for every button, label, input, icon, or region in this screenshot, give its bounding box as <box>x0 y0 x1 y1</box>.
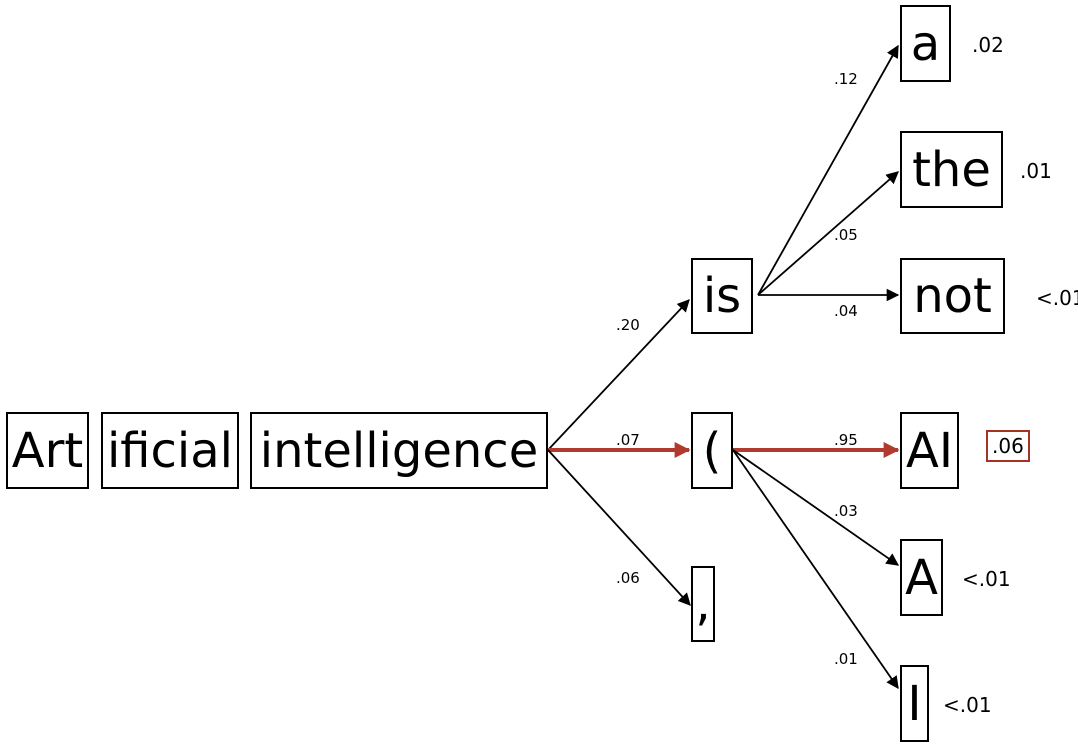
prob-capital-a: .03 <box>834 502 858 520</box>
prob-comma: .06 <box>616 569 640 587</box>
token-the: the <box>900 131 1003 208</box>
cumulative-ai-highlighted: .06 <box>986 430 1030 462</box>
token-not: not <box>900 258 1005 334</box>
prob-is: .20 <box>616 316 640 334</box>
token-capital-i: I <box>900 665 929 742</box>
prob-a: .12 <box>834 70 858 88</box>
prob-the: .05 <box>834 226 858 244</box>
token-paren: ( <box>691 412 733 489</box>
prob-ai: .95 <box>834 431 858 449</box>
token-intelligence: intelligence <box>250 412 548 489</box>
token-art: Art <box>6 412 89 489</box>
token-comma: , <box>691 566 715 642</box>
cumulative-capital-a: <.01 <box>962 567 1011 591</box>
edge-is-a <box>757 44 899 296</box>
cumulative-a: .02 <box>972 33 1004 57</box>
prob-capital-i: .01 <box>834 650 858 668</box>
token-ai: AI <box>900 412 959 489</box>
edge-intelligence-is <box>547 299 690 451</box>
edge-paren-I <box>732 449 899 690</box>
edge-intelligence-comma <box>547 449 691 606</box>
prob-paren: .07 <box>616 431 640 449</box>
token-capital-a: A <box>900 539 943 616</box>
token-is: is <box>691 258 753 334</box>
token-ificial: ificial <box>101 412 239 489</box>
edge-paren-A <box>732 449 900 566</box>
cumulative-capital-i: <.01 <box>943 693 992 717</box>
edge-is-the <box>757 171 899 296</box>
cumulative-not: <.01 <box>1036 286 1078 310</box>
token-a: a <box>900 5 951 82</box>
cumulative-the: .01 <box>1020 159 1052 183</box>
prob-not: .04 <box>834 302 858 320</box>
